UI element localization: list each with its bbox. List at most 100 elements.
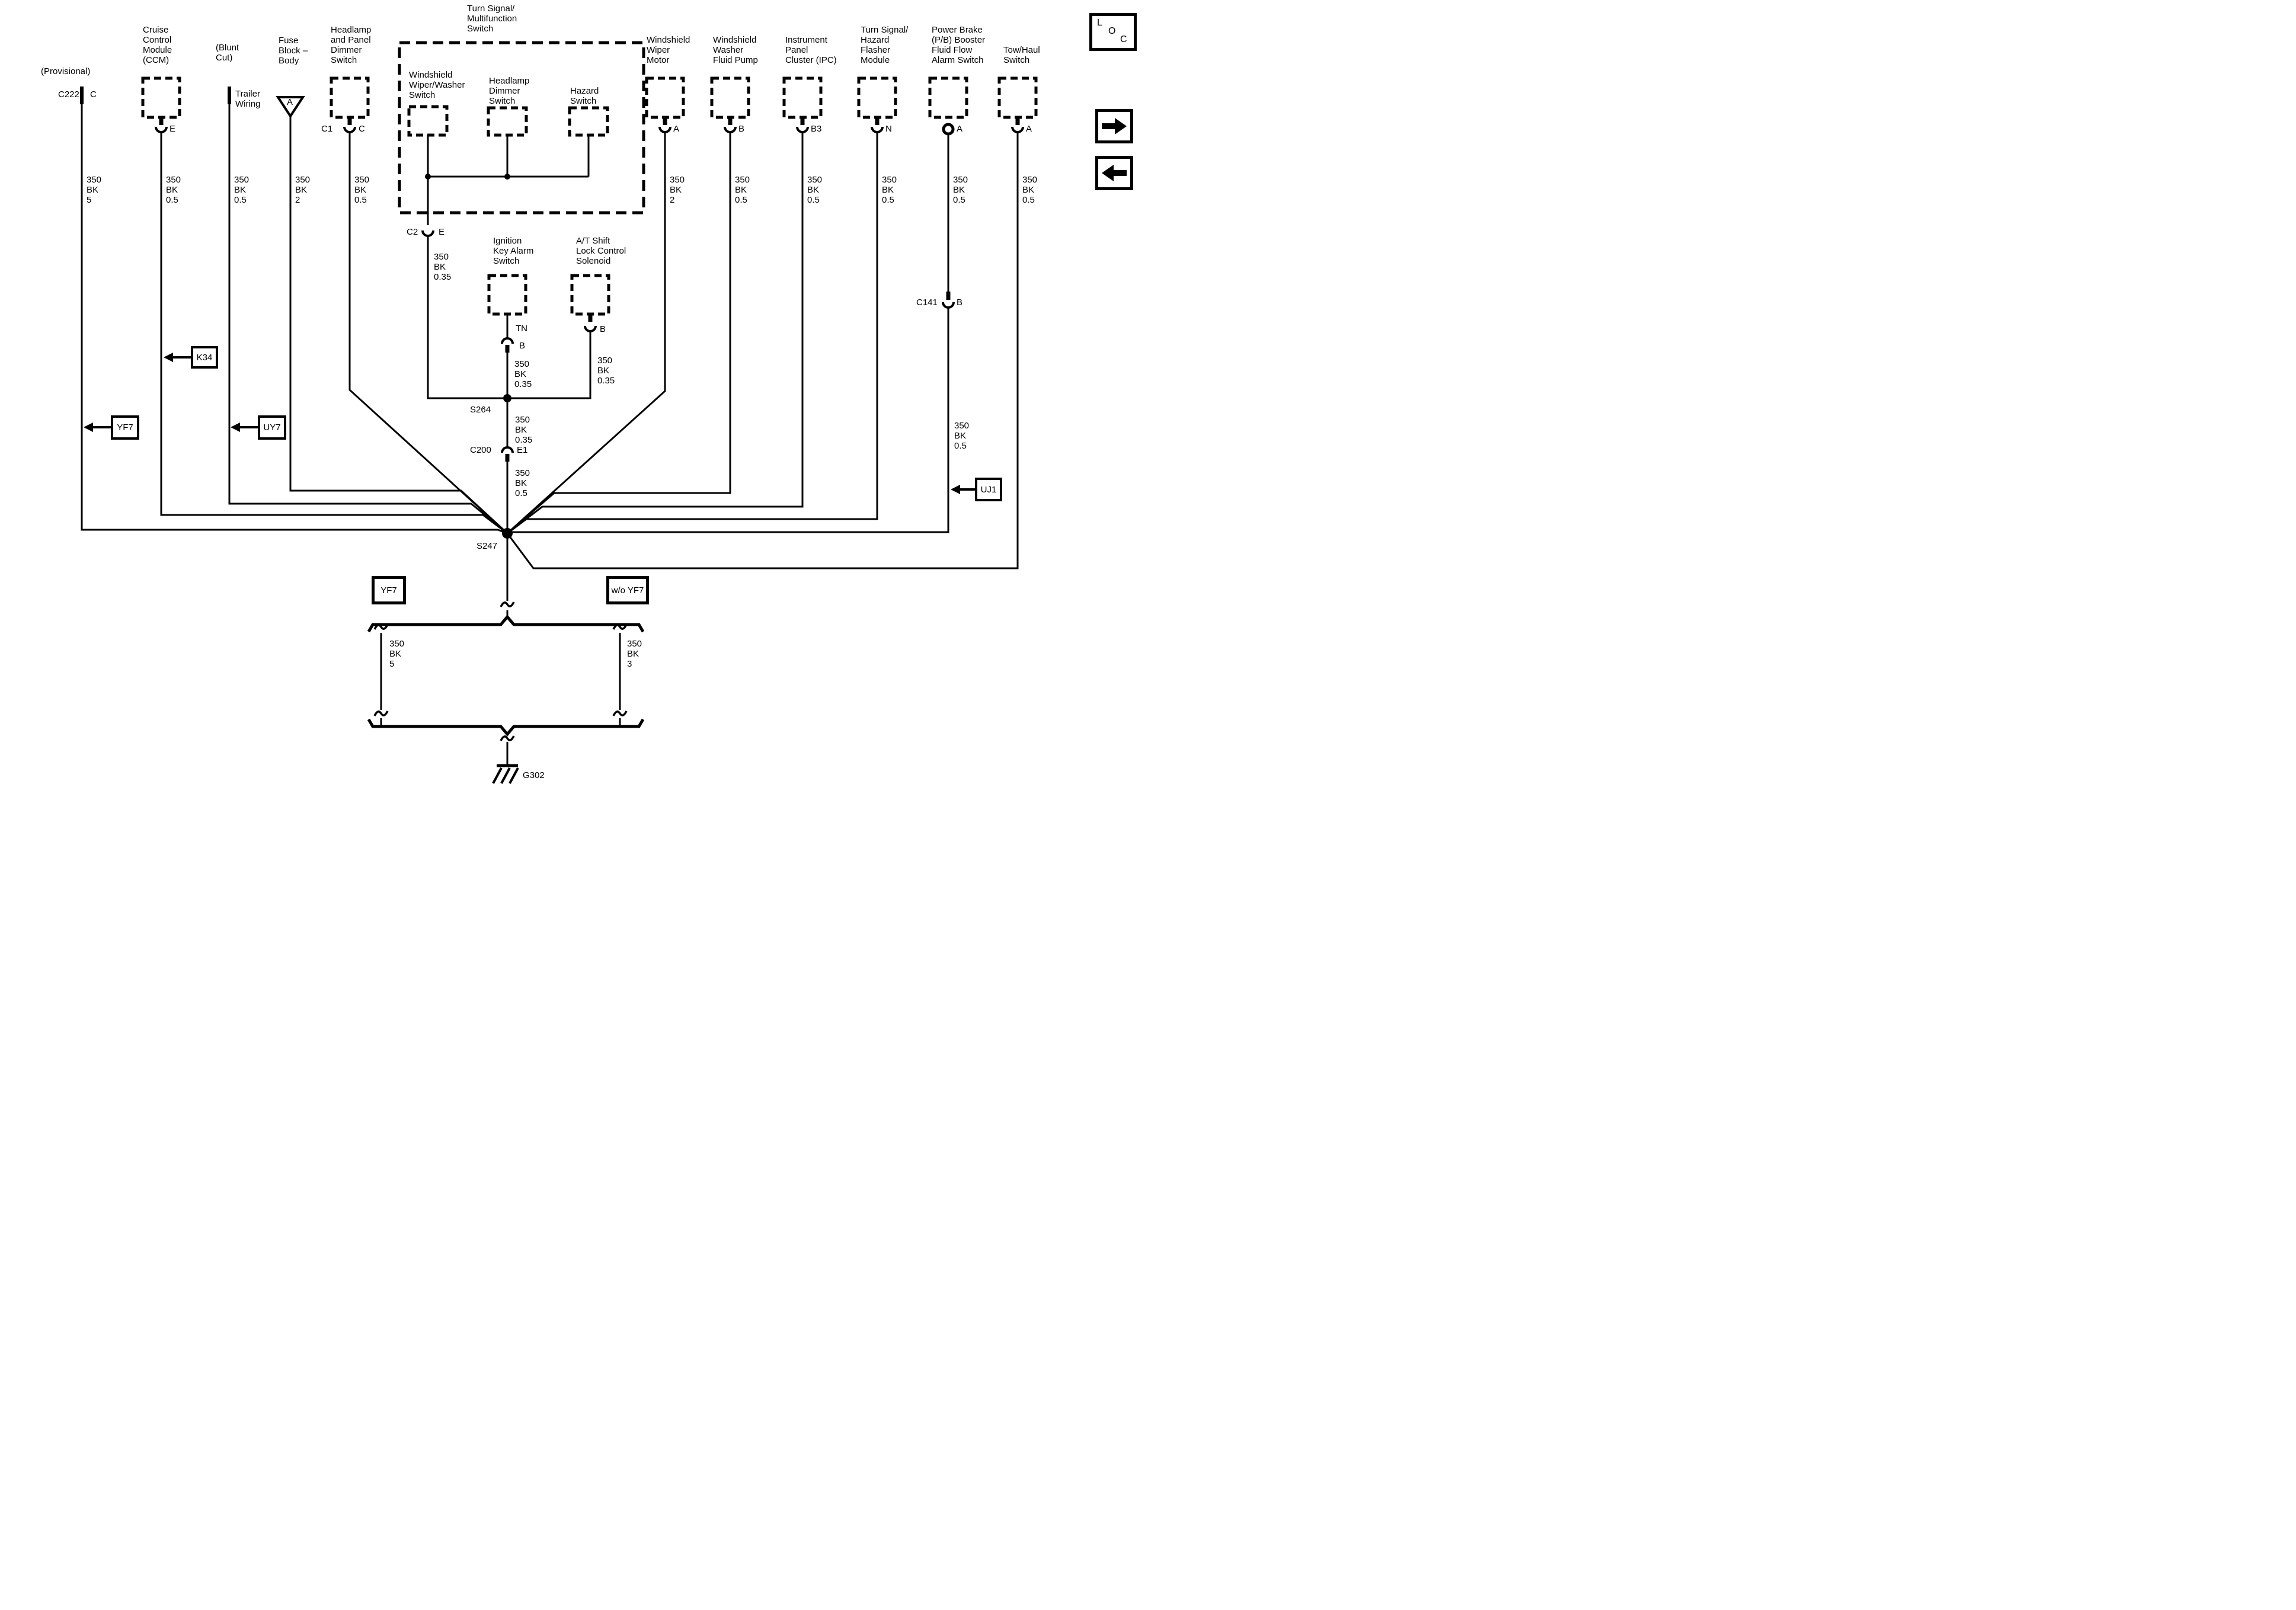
c2-connector-label: C2 bbox=[407, 227, 418, 237]
next-page-button[interactable] bbox=[1095, 109, 1133, 143]
c222-pin: C bbox=[90, 89, 97, 100]
washer-pump-label: Windshield Washer Fluid Pump bbox=[713, 35, 758, 65]
hdps-pin: C bbox=[359, 124, 365, 134]
wire-label-washer-pump: 350 BK 0.5 bbox=[735, 175, 750, 205]
ipc-pin: B3 bbox=[811, 124, 822, 134]
wiring-diagram-canvas bbox=[80, 41, 1038, 784]
multifunction-switch-title: Turn Signal/ Multifunction Switch bbox=[467, 4, 517, 34]
wire-label-tow-haul: 350 BK 0.5 bbox=[1022, 175, 1038, 205]
branch-option-wo-yf7[interactable]: w/o YF7 bbox=[606, 576, 649, 604]
fuse-block-grid-tag: A bbox=[287, 97, 293, 107]
loc-letter-o: O bbox=[1108, 26, 1116, 36]
ccm-label: Cruise Control Module (CCM) bbox=[143, 25, 172, 65]
wiper-motor-pin: A bbox=[673, 124, 680, 134]
ignition-b-connector-icon bbox=[501, 337, 514, 344]
power-brake-pin: A bbox=[957, 124, 963, 134]
wire-label-branch-right: 350 BK 3 bbox=[627, 639, 642, 669]
at-shift-lock-box bbox=[570, 274, 610, 316]
hazard-switch-label: Hazard Switch bbox=[570, 86, 599, 106]
wire-label-c200-s247: 350 BK 0.5 bbox=[515, 468, 530, 498]
ignition-pin: B bbox=[519, 341, 526, 351]
wire-label-power-brake: 350 BK 0.5 bbox=[953, 175, 968, 205]
ipc-label: Instrument Panel Cluster (IPC) bbox=[785, 35, 837, 65]
wire-trailer bbox=[228, 104, 508, 534]
headlamp-panel-dimmer-box bbox=[330, 76, 370, 119]
connector-symbols bbox=[80, 87, 1024, 462]
washer-pump-box bbox=[710, 76, 750, 119]
fuse-block-triangle bbox=[276, 96, 305, 119]
loc-letter-l: L bbox=[1097, 18, 1102, 28]
wire-washer-pump bbox=[507, 132, 731, 534]
headlamp-dimmer-switch-label: Headlamp Dimmer Switch bbox=[489, 76, 530, 106]
wire-label-s264-c200: 350 BK 0.35 bbox=[515, 415, 533, 445]
c2-connector-icon bbox=[421, 230, 434, 237]
c222-note: (Provisional) bbox=[41, 66, 91, 76]
trailer-blunt-terminal bbox=[228, 87, 231, 104]
splice-s247-label: S247 bbox=[477, 541, 498, 551]
tow-haul-switch-box bbox=[997, 76, 1038, 119]
split-brace-top bbox=[367, 614, 645, 633]
c222-blunt-terminal bbox=[80, 87, 84, 104]
wire-at-solenoid bbox=[511, 331, 591, 399]
c200-connector-label: C200 bbox=[470, 445, 491, 455]
callout-uy7[interactable]: UY7 bbox=[258, 415, 286, 440]
arrow-right-icon bbox=[1102, 118, 1127, 135]
wiper-washer-switch-box bbox=[407, 105, 449, 137]
previous-page-button[interactable] bbox=[1095, 156, 1133, 190]
ccm-box bbox=[141, 76, 181, 119]
callout-uj1[interactable]: UJ1 bbox=[975, 478, 1002, 501]
flasher-module-box bbox=[857, 76, 897, 119]
ground-symbol-g302 bbox=[492, 764, 519, 784]
callout-k34[interactable]: K34 bbox=[191, 346, 218, 369]
wire-label-ipc: 350 BK 0.5 bbox=[807, 175, 823, 205]
wire-label-c2-drop: 350 BK 0.35 bbox=[434, 252, 452, 282]
wire-headlamp-panel-dimmer bbox=[348, 132, 509, 534]
split-brace-bottom bbox=[367, 718, 645, 737]
c200-connector-icon bbox=[501, 446, 514, 453]
arrow-left-icon bbox=[1102, 165, 1127, 181]
wire-c2-chain bbox=[427, 177, 503, 399]
wire-label-branch-left: 350 BK 5 bbox=[389, 639, 405, 669]
wire-runs bbox=[81, 104, 1019, 766]
c222-connector-label: C222 bbox=[58, 89, 79, 100]
wire-label-ccm: 350 BK 0.5 bbox=[166, 175, 181, 205]
ccm-pin: E bbox=[170, 124, 176, 134]
wire-label-fuse: 350 BK 2 bbox=[295, 175, 311, 205]
power-brake-label: Power Brake (P/B) Booster Fluid Flow Ala… bbox=[932, 25, 986, 65]
split-braces bbox=[367, 614, 645, 737]
c141-pin: B bbox=[957, 297, 963, 308]
wire-label-hdps: 350 BK 0.5 bbox=[354, 175, 370, 205]
wire-break-marks bbox=[373, 601, 628, 741]
c141-connector-icon bbox=[942, 302, 955, 309]
wire-label-pb-lower: 350 BK 0.5 bbox=[954, 421, 970, 451]
hazard-switch-box bbox=[568, 106, 609, 137]
ground-label: G302 bbox=[523, 770, 545, 780]
wire-label-at-drop: 350 BK 0.35 bbox=[597, 356, 615, 386]
wire-label-flasher: 350 BK 0.5 bbox=[882, 175, 897, 205]
wiper-motor-label: Windshield Wiper Motor bbox=[647, 35, 690, 65]
component-boxes bbox=[141, 76, 1038, 316]
branch-option-yf7[interactable]: YF7 bbox=[372, 576, 406, 604]
ignition-key-alarm-label: Ignition Key Alarm Switch bbox=[493, 236, 534, 266]
power-brake-switch-box bbox=[928, 76, 968, 119]
trailer-note: (Blunt Cut) bbox=[216, 43, 239, 63]
loc-letter-c: C bbox=[1120, 34, 1127, 44]
wire-multifunction-bus bbox=[427, 135, 590, 178]
wire-wiper-motor bbox=[506, 132, 666, 534]
tow-haul-label: Tow/Haul Switch bbox=[1003, 45, 1040, 65]
wire-ipc bbox=[507, 132, 804, 534]
headlamp-dimmer-switch-box bbox=[487, 106, 528, 137]
callout-yf7[interactable]: YF7 bbox=[111, 415, 139, 440]
c200-pin: E1 bbox=[517, 445, 528, 455]
hdps-connector-label: C1 bbox=[321, 124, 333, 134]
c141-connector-label: C141 bbox=[916, 297, 938, 308]
wire-c222 bbox=[81, 104, 508, 534]
wiper-washer-switch-label: Windshield Wiper/Washer Switch bbox=[409, 70, 465, 100]
loc-legend-box[interactable]: L O C bbox=[1089, 13, 1137, 51]
tow-haul-pin: A bbox=[1026, 124, 1032, 134]
wire-ccm bbox=[160, 132, 508, 534]
wire-label-wiper-motor: 350 BK 2 bbox=[670, 175, 685, 205]
wiper-motor-box bbox=[645, 76, 685, 119]
flasher-module-label: Turn Signal/ Hazard Flasher Module bbox=[861, 25, 909, 65]
at-b-connector-icon bbox=[584, 325, 597, 332]
